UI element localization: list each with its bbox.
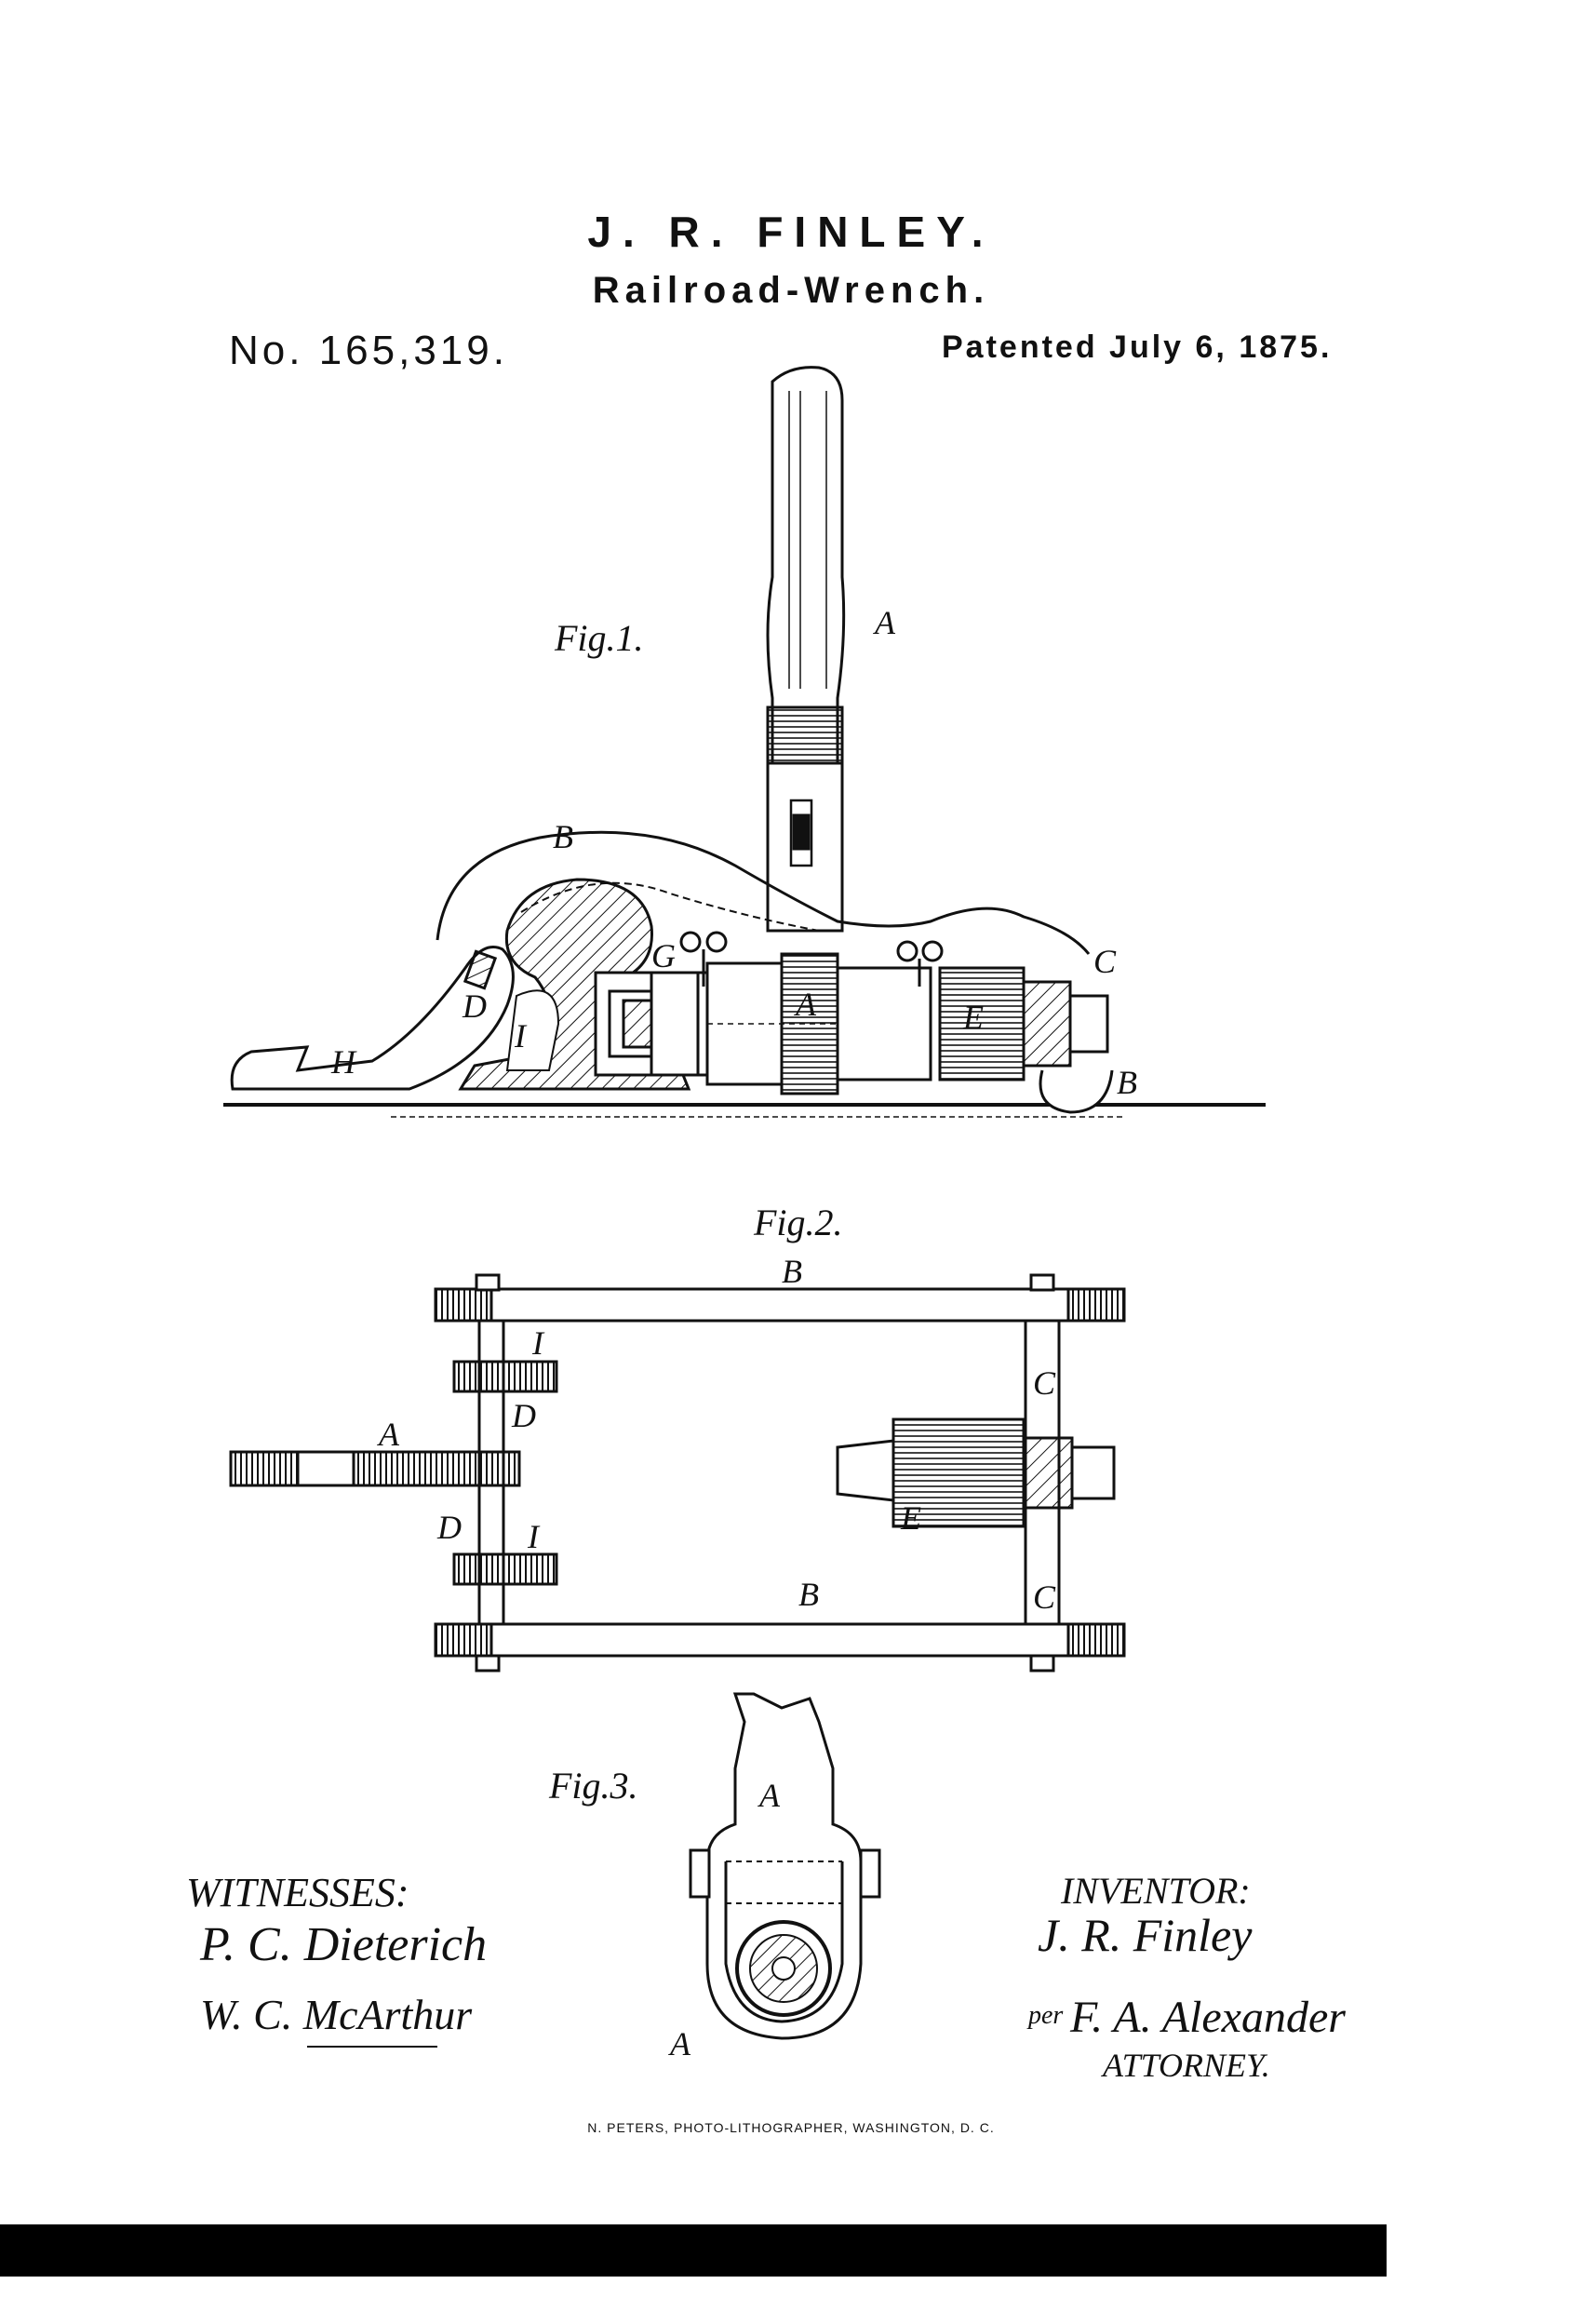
inventor-name: J. R. FINLEY.	[587, 208, 995, 256]
attorney-label: ATTORNEY.	[1103, 2047, 1270, 2084]
fig1-letter-b-bottom: B	[1117, 1064, 1137, 1101]
fig3-label: Fig.3.	[549, 1765, 638, 1807]
patent-title: Railroad-Wrench.	[592, 270, 990, 311]
fig2-letter-e: E	[901, 1499, 921, 1537]
witnesses-label: WITNESSES:	[186, 1870, 409, 1915]
per-label: per	[1028, 2001, 1064, 2030]
fig2-letter-b-bottom: B	[798, 1576, 819, 1613]
fig1-letter-a-handle: A	[875, 604, 895, 641]
patent-date: Patented July 6, 1875.	[942, 329, 1333, 365]
inventor-label: INVENTOR:	[1061, 1870, 1251, 1912]
inventor-signature: J. R. Finley	[1038, 1909, 1253, 1961]
witness-1-signature: P. C. Dieterich	[200, 1918, 488, 1971]
fig1-letter-b-top: B	[553, 818, 573, 855]
fig1-letter-a-hub: A	[796, 986, 816, 1023]
fig3-drawing	[689, 1692, 881, 2040]
fig1-drawing	[223, 366, 1266, 1118]
printer-credit: N. PETERS, PHOTO-LITHOGRAPHER, WASHINGTO…	[587, 2120, 995, 2135]
witness-2-signature: W. C. McArthur	[200, 1991, 473, 2038]
fig2-drawing	[229, 1273, 1126, 1672]
fig1-letter-d: D	[463, 987, 487, 1025]
fig2-letter-c-bottom: C	[1033, 1578, 1056, 1616]
fig1-letter-i: I	[515, 1017, 526, 1055]
scan-border	[0, 2224, 1387, 2277]
fig1-label: Fig.1.	[555, 617, 644, 659]
attorney-signature: F. A. Alexander	[1070, 1993, 1346, 2042]
fig3-letter-a-bottom: A	[670, 2025, 690, 2062]
fig2-letter-d-bottom: D	[437, 1509, 462, 1546]
fig2-label: Fig.2.	[754, 1202, 843, 1243]
patent-number: No. 165,319.	[229, 328, 508, 373]
fig2-letter-i-top: I	[532, 1324, 543, 1362]
fig1-letter-g: G	[651, 937, 676, 974]
fig1-letter-h: H	[331, 1043, 355, 1081]
fig1-letter-e: E	[963, 999, 984, 1036]
fig2-letter-i-bottom: I	[528, 1518, 539, 1555]
fig1-letter-c: C	[1093, 943, 1117, 980]
fig2-letter-c-top: C	[1033, 1364, 1056, 1402]
fig2-letter-d-top: D	[512, 1397, 536, 1434]
fig2-letter-a: A	[379, 1416, 399, 1453]
witness-underline	[307, 2046, 437, 2048]
fig2-letter-b-top: B	[782, 1253, 802, 1290]
fig3-letter-a-top: A	[759, 1777, 780, 1814]
